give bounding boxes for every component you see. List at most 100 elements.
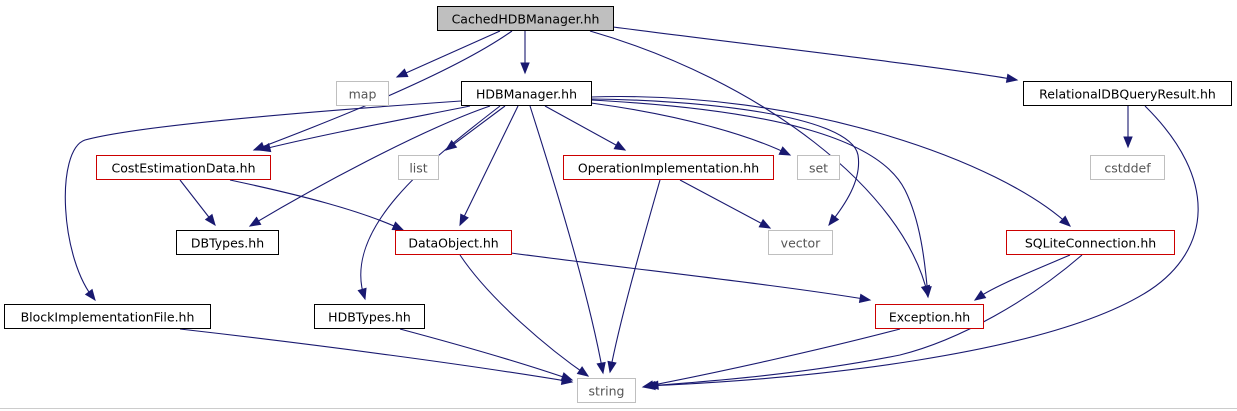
edge-line (644, 105, 1199, 387)
node-label: HDBManager.hh (476, 87, 577, 102)
node-label: list (409, 161, 427, 176)
nodes-layer: CachedHDBManager.hh map HDBManager.hh Relat… (4, 6, 1232, 403)
arrowhead-hdbmanager-to-set (778, 146, 792, 156)
node-costest[interactable]: CostEstimationData.hh (96, 155, 271, 180)
edge-line (590, 102, 791, 156)
node-cstddef: cstddef (1090, 155, 1165, 180)
arrowhead-dataobject-to-string (576, 366, 590, 377)
node-relational[interactable]: RelationalDBQueryResult.hh (1023, 81, 1232, 106)
edge-dataobject-to-exception (510, 252, 872, 303)
edge-exception-to-string (641, 328, 901, 390)
arrowhead-hdbmanager-to-opimpl (613, 140, 627, 151)
edge-line (510, 252, 871, 301)
arrowhead-cached-to-map (395, 68, 409, 78)
arrowhead-hdbmanager-to-string (596, 361, 606, 375)
arrowhead-hdbmanager-to-dataobject (459, 213, 469, 227)
arrowhead-hdbmanager-to-vector (828, 213, 840, 227)
node-cached[interactable]: CachedHDBManager.hh (437, 6, 614, 31)
edge-line (589, 30, 929, 297)
edge-line (360, 105, 501, 300)
arrowhead-relational-to-cstddef (1123, 136, 1133, 149)
edge-opimpl-to-vector (679, 179, 772, 229)
node-box (1090, 155, 1165, 180)
node-label: CostEstimationData.hh (111, 161, 255, 176)
edge-cached-to-hdbmanager (520, 31, 530, 75)
node-box (875, 304, 984, 329)
edge-line (459, 254, 589, 377)
node-label: CachedHDBManager.hh (452, 12, 600, 27)
node-label: DBTypes.hh (191, 236, 264, 251)
edge-hdbmanager-to-vector (590, 98, 860, 227)
node-box (176, 230, 279, 255)
edge-cached-to-map (395, 30, 501, 78)
edges-layer (64, 26, 1199, 391)
node-box (314, 304, 425, 329)
node-set: set (797, 155, 840, 180)
edge-line (974, 254, 1071, 301)
edge-line (679, 179, 771, 229)
edge-line (612, 26, 1018, 81)
arrowhead-dataobject-to-exception (858, 293, 872, 303)
edge-sqlite-to-string (646, 254, 1083, 390)
node-box (398, 155, 439, 180)
edge-line (459, 105, 519, 226)
arrowhead-hdbmanager-to-sqlite (1059, 215, 1072, 227)
edge-line (249, 105, 491, 227)
node-list: list (398, 155, 439, 180)
node-label: set (809, 161, 828, 176)
node-label: string (589, 384, 625, 399)
node-dataobject[interactable]: DataObject.hh (395, 230, 512, 255)
edge-line (590, 99, 929, 298)
edge-line (399, 328, 573, 381)
node-box (797, 155, 840, 180)
edge-cached-to-relational (612, 26, 1019, 83)
edge-opimpl-to-string (607, 179, 661, 374)
node-label: vector (781, 236, 822, 251)
arrowhead-cached-to-relational (1005, 73, 1019, 83)
edge-line (647, 254, 1083, 387)
node-map: map (336, 81, 389, 106)
node-label: RelationalDBQueryResult.hh (1039, 87, 1216, 102)
node-label: BlockImplementationFile.hh (21, 310, 195, 325)
node-hdbmanager[interactable]: HDBManager.hh (461, 81, 592, 106)
node-box (577, 378, 636, 403)
edge-line (544, 105, 626, 151)
edge-hdbmanager-to-costest (258, 105, 471, 153)
edge-relational-to-cstddef (1123, 106, 1133, 149)
arrowhead-opimpl-to-vector (758, 218, 772, 229)
edge-hdbmanager-to-sqlite (590, 95, 1072, 227)
arrowhead-cached-to-hdbmanager (520, 62, 530, 75)
node-string: string (577, 378, 636, 403)
edge-line (229, 179, 404, 231)
edge-hdbmanager-to-dbtypes (248, 105, 491, 227)
node-label: DataObject.hh (408, 236, 498, 251)
edge-hdbmanager-to-set (590, 102, 792, 156)
node-hdbtypes[interactable]: HDBTypes.hh (314, 304, 425, 329)
edge-hdbtypes-to-string (399, 328, 574, 382)
edge-line (396, 30, 501, 78)
node-blockimpl[interactable]: BlockImplementationFile.hh (4, 304, 211, 329)
arrowhead-hdbmanager-to-exception (922, 286, 932, 299)
edge-dataobject-to-string (459, 254, 590, 377)
node-opimpl[interactable]: OperationImplementation.hh (563, 155, 774, 180)
edge-hdbmanager-to-blockimpl (64, 100, 462, 302)
node-box (1006, 230, 1175, 255)
edge-blockimpl-to-string (179, 328, 574, 385)
edge-line (259, 105, 471, 151)
node-dbtypes[interactable]: DBTypes.hh (176, 230, 279, 255)
node-label: HDBTypes.hh (328, 310, 411, 325)
edge-hdbmanager-to-string (529, 105, 606, 375)
arrowhead-costest-to-dataobject (391, 221, 405, 231)
edge-costest-to-dbtypes (179, 179, 216, 227)
edge-line (590, 98, 860, 226)
node-sqlite[interactable]: SQLiteConnection.hh (1006, 230, 1175, 255)
edge-line (529, 105, 604, 374)
edge-line (179, 328, 573, 383)
arrowhead-hdbmanager-to-hdbtypes (357, 287, 367, 301)
edge-hdbmanager-to-hdbtypes (357, 105, 501, 301)
node-box (395, 230, 512, 255)
node-exception[interactable]: Exception.hh (875, 304, 984, 329)
arrowhead-sqlite-to-exception (973, 290, 987, 301)
node-label: cstddef (1104, 161, 1151, 176)
